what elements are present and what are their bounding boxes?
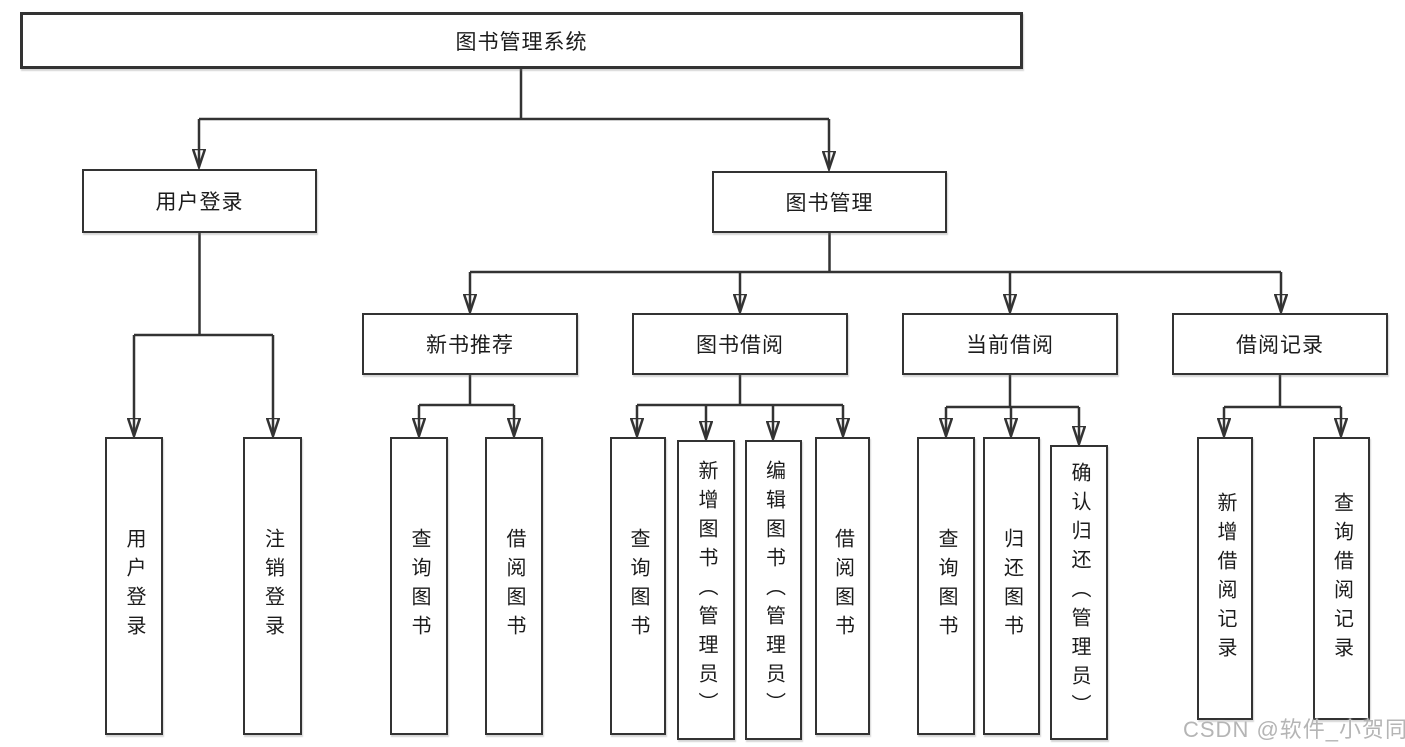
node-label: 借阅图书 bbox=[503, 528, 525, 644]
node-label: 新书推荐 bbox=[426, 334, 514, 357]
node-label: 新增借阅记录 bbox=[1214, 491, 1236, 666]
node-label: 查询图书 bbox=[408, 528, 430, 644]
leaf-query-books-1: 查询图书 bbox=[390, 437, 448, 735]
node-label: 图书管理 bbox=[785, 192, 874, 215]
leaf-user-login: 用户登录 bbox=[105, 437, 163, 735]
leaf-borrow-books-2: 借阅图书 bbox=[815, 437, 870, 735]
leaf-borrow-books-1: 借阅图书 bbox=[485, 437, 543, 735]
node-label: 图书管理系统 bbox=[455, 30, 588, 54]
leaf-logout: 注销登录 bbox=[243, 437, 302, 735]
leaf-return-book: 归还图书 bbox=[983, 437, 1040, 735]
leaf-query-books-2: 查询图书 bbox=[610, 437, 666, 735]
node-label: 查询图书 bbox=[935, 528, 957, 644]
node-label: 图书借阅 bbox=[696, 334, 784, 357]
node-new-book-recommend: 新书推荐 bbox=[362, 313, 578, 375]
node-system-root: 图书管理系统 bbox=[20, 12, 1023, 69]
node-label: 借阅图书 bbox=[831, 528, 854, 644]
node-user-login: 用户登录 bbox=[82, 169, 317, 233]
leaf-edit-book-admin: 编辑图书（管理员） bbox=[745, 440, 802, 740]
leaf-query-borrow-record: 查询借阅记录 bbox=[1313, 437, 1370, 720]
node-label: 归还图书 bbox=[1000, 528, 1023, 644]
node-label: 借阅记录 bbox=[1236, 334, 1324, 357]
node-label: 确认归还（管理员） bbox=[1068, 462, 1090, 723]
node-label: 用户登录 bbox=[123, 528, 145, 644]
node-borrow-records: 借阅记录 bbox=[1172, 313, 1388, 375]
leaf-add-borrow-record: 新增借阅记录 bbox=[1197, 437, 1253, 720]
node-book-borrow: 图书借阅 bbox=[632, 313, 848, 375]
node-label: 编辑图书（管理员） bbox=[762, 459, 785, 721]
node-label: 注销登录 bbox=[261, 528, 284, 644]
leaf-confirm-return-admin: 确认归还（管理员） bbox=[1050, 445, 1108, 740]
node-label: 新增图书（管理员） bbox=[695, 459, 717, 721]
node-label: 查询借阅记录 bbox=[1330, 491, 1353, 666]
node-current-borrow: 当前借阅 bbox=[902, 313, 1118, 375]
node-label: 当前借阅 bbox=[966, 334, 1054, 357]
node-label: 查询图书 bbox=[627, 528, 649, 644]
leaf-query-books-3: 查询图书 bbox=[917, 437, 975, 735]
node-book-management: 图书管理 bbox=[712, 171, 947, 233]
leaf-add-book-admin: 新增图书（管理员） bbox=[677, 440, 735, 740]
csdn-watermark: CSDN @软件_小贺同学 bbox=[1183, 717, 1405, 742]
node-label: 用户登录 bbox=[155, 191, 244, 214]
